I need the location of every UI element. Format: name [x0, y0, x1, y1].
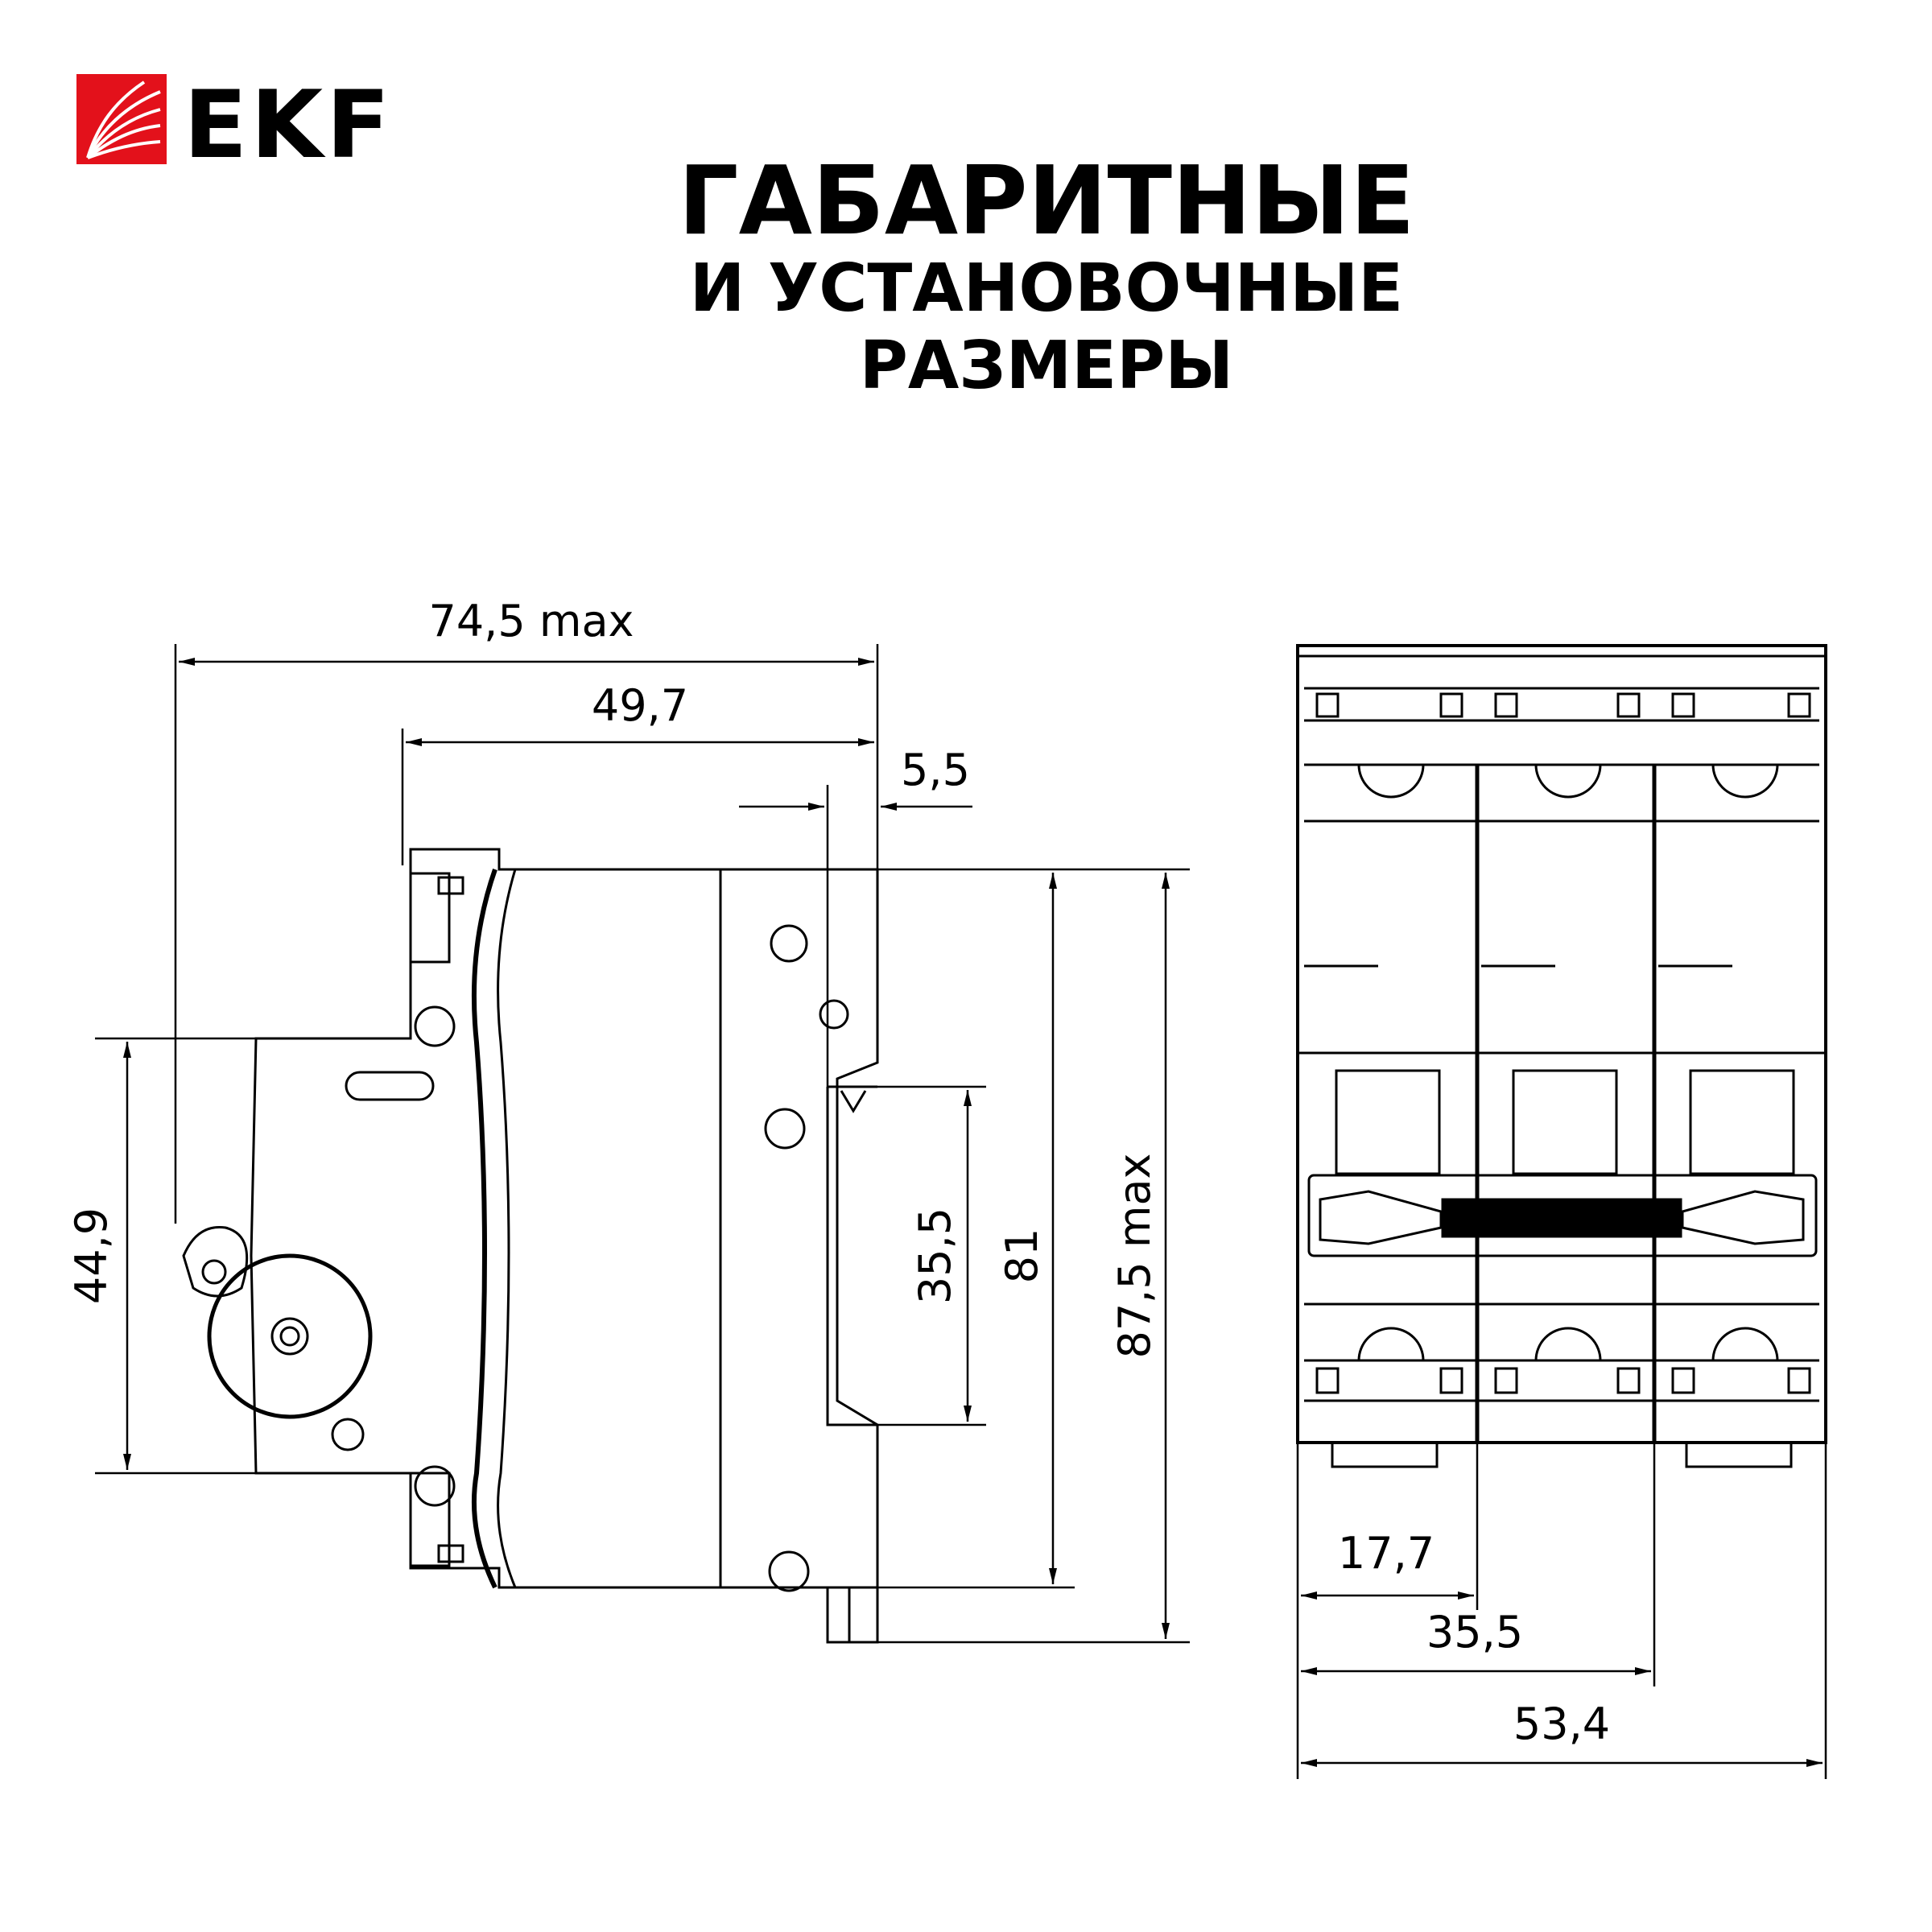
side-view	[182, 848, 879, 1644]
dim-overall-depth: 74,5 max	[428, 596, 634, 646]
dim-terminal-height: 44,9	[66, 1208, 117, 1304]
front-view-outline	[1296, 644, 1827, 1444]
dim-module-width: 17,7	[1338, 1528, 1435, 1579]
dim-body-depth: 49,7	[592, 680, 688, 731]
page-subtitle-line2: РАЗМЕРЫ	[859, 328, 1234, 404]
page-title: ГАБАРИТНЫЕ	[678, 145, 1415, 256]
dim-rail-offset: 5,5	[901, 745, 970, 795]
dim-body-height: 81	[997, 1228, 1047, 1284]
ekf-fan-logo-icon	[76, 74, 167, 164]
dim-rail-width: 35,5	[910, 1208, 960, 1304]
dim-two-module-width: 35,5	[1426, 1607, 1523, 1657]
brand-name: EKF	[184, 71, 394, 180]
front-view	[1296, 644, 1827, 1468]
dim-overall-width: 53,4	[1513, 1699, 1610, 1749]
dim-overall-height: 87,5 max	[1109, 1153, 1160, 1358]
page-subtitle-line1: И УСТАНОВОЧНЫЕ	[689, 250, 1404, 327]
handle-bridge	[1441, 1198, 1682, 1238]
toggle-knob	[207, 1253, 373, 1419]
